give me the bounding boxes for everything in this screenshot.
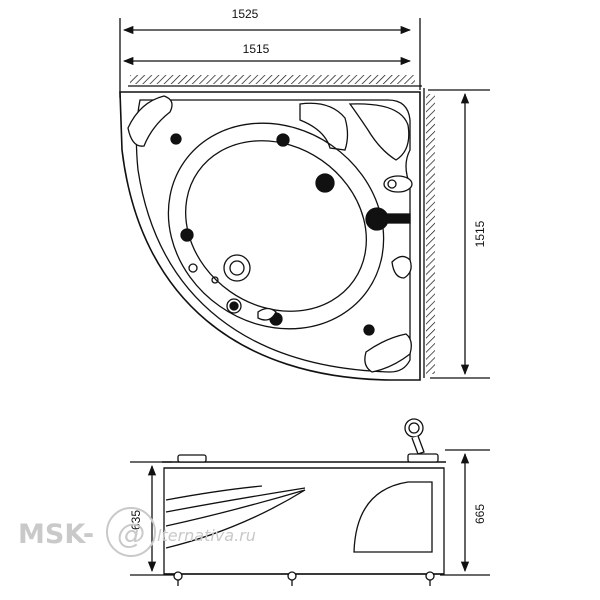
watermark-circle-logo [106, 507, 156, 557]
control-knob-side [391, 255, 412, 279]
overflow-small-2 [211, 276, 219, 284]
side-seat-area [348, 103, 410, 161]
jet-6 [363, 324, 375, 336]
wall-right-hatch [426, 94, 435, 374]
foot-left [173, 571, 183, 581]
hand-shower-button [387, 179, 397, 189]
total-height-label: 665 [473, 504, 487, 524]
overall-width-label: 1525 [232, 7, 259, 21]
basin-inner [185, 140, 367, 312]
panel-swoosh-3 [165, 489, 306, 527]
panel-swoosh-4 [165, 489, 306, 549]
inner-width-label: 1515 [243, 42, 270, 56]
headrest-side [177, 454, 207, 463]
seat-panel [353, 481, 433, 553]
shower-handle [411, 435, 425, 455]
watermark: MSK- @ lternativa.ru [18, 507, 256, 557]
depth-label: 1515 [473, 220, 487, 247]
tub-front-panel [163, 467, 445, 575]
shower-head-inner [408, 422, 420, 434]
panel-swoosh-2 [165, 487, 306, 513]
jet-4 [180, 228, 194, 242]
jet-3 [315, 173, 335, 193]
shower-base [407, 453, 439, 463]
backrest-area [299, 102, 349, 151]
wall-top-hatch [130, 75, 415, 84]
tub-outer-rim [119, 91, 421, 381]
panel-height-label: 635 [129, 510, 143, 530]
headrest-top-left [127, 95, 173, 147]
drain-outer [223, 254, 251, 282]
plan-view: 1525 1515 1515 [119, 7, 490, 381]
watermark-prefix: MSK- [18, 519, 94, 550]
jet-2 [276, 133, 290, 147]
headrest-bottom-right [364, 333, 412, 373]
watermark-suffix: lternativa.ru [157, 526, 256, 545]
basin-lip [167, 122, 385, 330]
watermark-at-glyph: @ [117, 517, 145, 550]
tub-feet [173, 571, 435, 586]
overflow-small [188, 263, 198, 273]
foot-right [425, 571, 435, 581]
shower-head [404, 418, 424, 438]
foot-middle [287, 571, 297, 581]
spout [377, 213, 411, 224]
drain-inner [229, 260, 245, 276]
pillow-handle [257, 307, 277, 321]
tub-deck-outline [135, 99, 411, 373]
jet-7-core [229, 301, 239, 311]
side-view: 635 665 [129, 418, 490, 586]
panel-swoosh-1 [165, 485, 263, 501]
jet-1 [170, 133, 182, 145]
